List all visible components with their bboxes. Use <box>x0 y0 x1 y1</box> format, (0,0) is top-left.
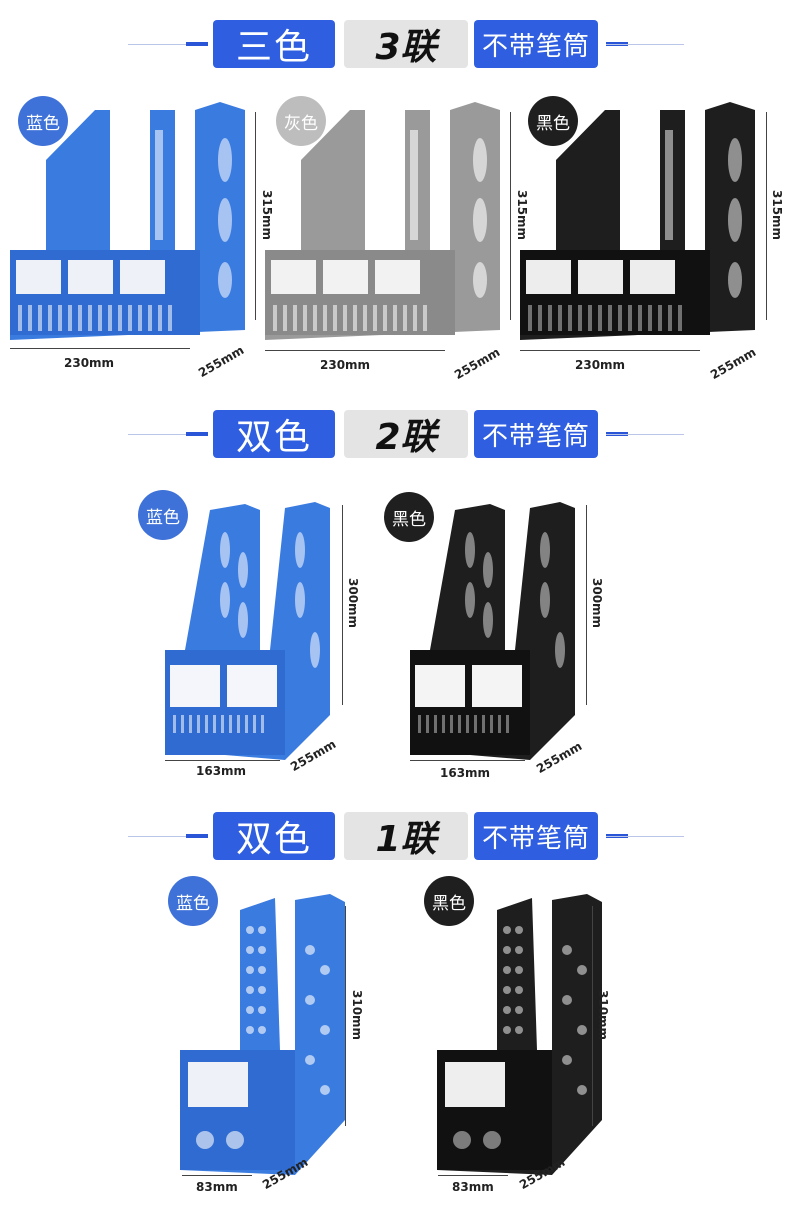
height-dim-line <box>592 906 593 1126</box>
color-badge: 蓝色 <box>138 490 188 540</box>
section-header-3: 三色 3联 不带笔筒 <box>0 14 790 74</box>
width-dim-line <box>265 350 445 351</box>
color-badge: 蓝色 <box>18 96 68 146</box>
header-dash-left <box>186 42 208 46</box>
height-dim-line <box>766 112 767 320</box>
no-pen-holder-label: 不带笔筒 <box>474 20 598 68</box>
width-dimension: 230mm <box>320 358 371 372</box>
section-header-2: 双色 2联 不带笔筒 <box>0 404 790 464</box>
product-image-black-3 <box>520 102 755 340</box>
height-dimension: 300mm <box>346 578 360 629</box>
height-dim-line <box>345 906 346 1126</box>
width-dimension: 83mm <box>452 1180 494 1194</box>
product-image-gray-3 <box>265 102 500 340</box>
header-line-left <box>128 434 208 435</box>
product-image-blue-1 <box>180 894 345 1175</box>
header-line-left <box>128 44 208 45</box>
color-badge: 黑色 <box>424 876 474 926</box>
height-dimension: 315mm <box>260 190 274 241</box>
compartment-count-label: 2联 <box>344 410 468 458</box>
width-dimension: 230mm <box>575 358 626 372</box>
no-pen-holder-label: 不带笔筒 <box>474 410 598 458</box>
width-dimension: 83mm <box>196 1180 238 1194</box>
header-dash-left <box>186 432 208 436</box>
height-dimension: 315mm <box>515 190 529 241</box>
header-line-right <box>606 434 684 435</box>
header-line-left <box>128 836 208 837</box>
compartment-count-label: 1联 <box>344 812 468 860</box>
width-dim-line <box>520 350 700 351</box>
header-line-right <box>606 836 684 837</box>
header-line-right <box>606 44 684 45</box>
height-dimension: 315mm <box>770 190 784 241</box>
section-header-1: 双色 1联 不带笔筒 <box>0 806 790 866</box>
compartment-count-label: 3联 <box>344 20 468 68</box>
color-count-label: 双色 <box>213 812 335 860</box>
height-dim-line <box>586 505 587 705</box>
product-image-blue-2 <box>165 502 330 760</box>
depth-dimension: 255mm <box>452 344 503 383</box>
height-dimension: 310mm <box>350 990 364 1041</box>
no-pen-holder-label: 不带笔筒 <box>474 812 598 860</box>
height-dim-line <box>342 505 343 705</box>
header-dash-left <box>186 834 208 838</box>
width-dim-line <box>182 1175 252 1176</box>
height-dimension: 310mm <box>596 990 610 1041</box>
width-dimension: 163mm <box>440 766 491 780</box>
color-badge: 蓝色 <box>168 876 218 926</box>
height-dim-line <box>510 112 511 320</box>
width-dim-line <box>410 760 525 761</box>
product-image-blue-3 <box>10 102 245 340</box>
width-dimension: 163mm <box>196 764 247 778</box>
color-badge: 黑色 <box>528 96 578 146</box>
color-count-label: 双色 <box>213 410 335 458</box>
width-dimension: 230mm <box>64 356 115 370</box>
height-dimension: 300mm <box>590 578 604 629</box>
color-badge: 灰色 <box>276 96 326 146</box>
height-dim-line <box>255 112 256 320</box>
product-image-black-1 <box>437 894 602 1175</box>
color-count-label: 三色 <box>213 20 335 68</box>
color-badge: 黑色 <box>384 492 434 542</box>
product-image-black-2 <box>410 502 575 760</box>
width-dim-line <box>165 760 280 761</box>
width-dim-line <box>10 348 190 349</box>
depth-dimension: 255mm <box>708 344 759 383</box>
width-dim-line <box>438 1175 508 1176</box>
